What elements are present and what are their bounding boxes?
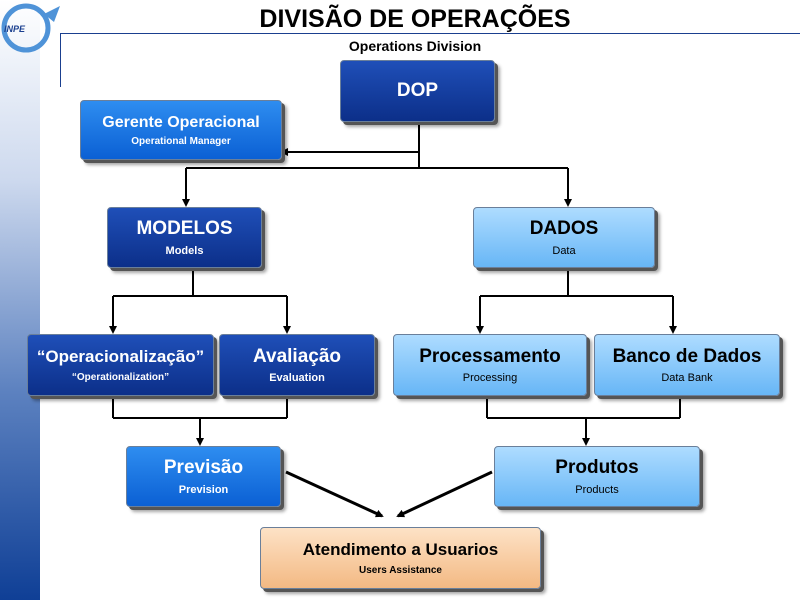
node-dop: DOP xyxy=(340,60,495,122)
node-banco: Banco de Dados Data Bank xyxy=(594,334,780,396)
header-vertical-rule xyxy=(60,33,61,87)
node-gerente-sublabel: Operational Manager xyxy=(131,136,231,148)
node-previsao-label: Previsão xyxy=(163,457,244,479)
node-dados-label: DADOS xyxy=(529,218,599,240)
node-gerente: Gerente Operacional Operational Manager xyxy=(80,100,282,160)
node-avaliacao-sublabel: Evaluation xyxy=(269,372,325,385)
node-previsao: Previsão Prevision xyxy=(126,446,281,507)
node-operacionalizacao: “Operacionalização” “Operationalization” xyxy=(27,334,214,396)
node-modelos-sublabel: Models xyxy=(165,244,204,257)
node-produtos-label: Produtos xyxy=(555,457,639,479)
arrow-produtos-to-atendimento xyxy=(396,470,493,518)
logo-text: INPE xyxy=(4,24,26,34)
inpe-logo-icon xyxy=(1,3,60,53)
node-modelos: MODELOS Models xyxy=(107,207,262,268)
node-processamento: Processamento Processing xyxy=(393,334,587,396)
node-operacionalizacao-label: “Operacionalização” xyxy=(36,347,205,367)
node-gerente-label: Gerente Operacional xyxy=(102,113,260,131)
node-banco-sublabel: Data Bank xyxy=(661,372,713,385)
page-subtitle: Operations Division xyxy=(348,38,482,54)
node-processamento-sublabel: Processing xyxy=(462,372,518,385)
node-dados: DADOS Data xyxy=(473,207,655,268)
node-atendimento: Atendimento a Usuarios Users Assistance xyxy=(260,527,541,589)
node-banco-label: Banco de Dados xyxy=(612,345,762,367)
node-previsao-sublabel: Prevision xyxy=(178,483,229,496)
node-atendimento-label: Atendimento a Usuarios xyxy=(302,540,499,560)
node-produtos-sublabel: Products xyxy=(575,483,619,496)
node-avaliacao: Avaliação Evaluation xyxy=(219,334,375,396)
arrow-previsao-to-atendimento xyxy=(285,470,384,518)
node-avaliacao-label: Avaliação xyxy=(252,345,341,367)
node-produtos: Produtos Products xyxy=(494,446,700,507)
side-gradient-strip xyxy=(0,0,40,600)
node-modelos-label: MODELOS xyxy=(136,218,233,240)
node-processamento-label: Processamento xyxy=(419,345,561,367)
node-dados-sublabel: Data xyxy=(552,244,576,257)
header-rule xyxy=(60,33,800,34)
node-operacionalizacao-sublabel: “Operationalization” xyxy=(71,371,170,383)
node-dop-label: DOP xyxy=(396,79,439,101)
page-title: DIVISÃO DE OPERAÇÕES xyxy=(259,5,571,33)
node-atendimento-sublabel: Users Assistance xyxy=(358,564,442,576)
inpe-logo: INPE xyxy=(0,0,70,60)
